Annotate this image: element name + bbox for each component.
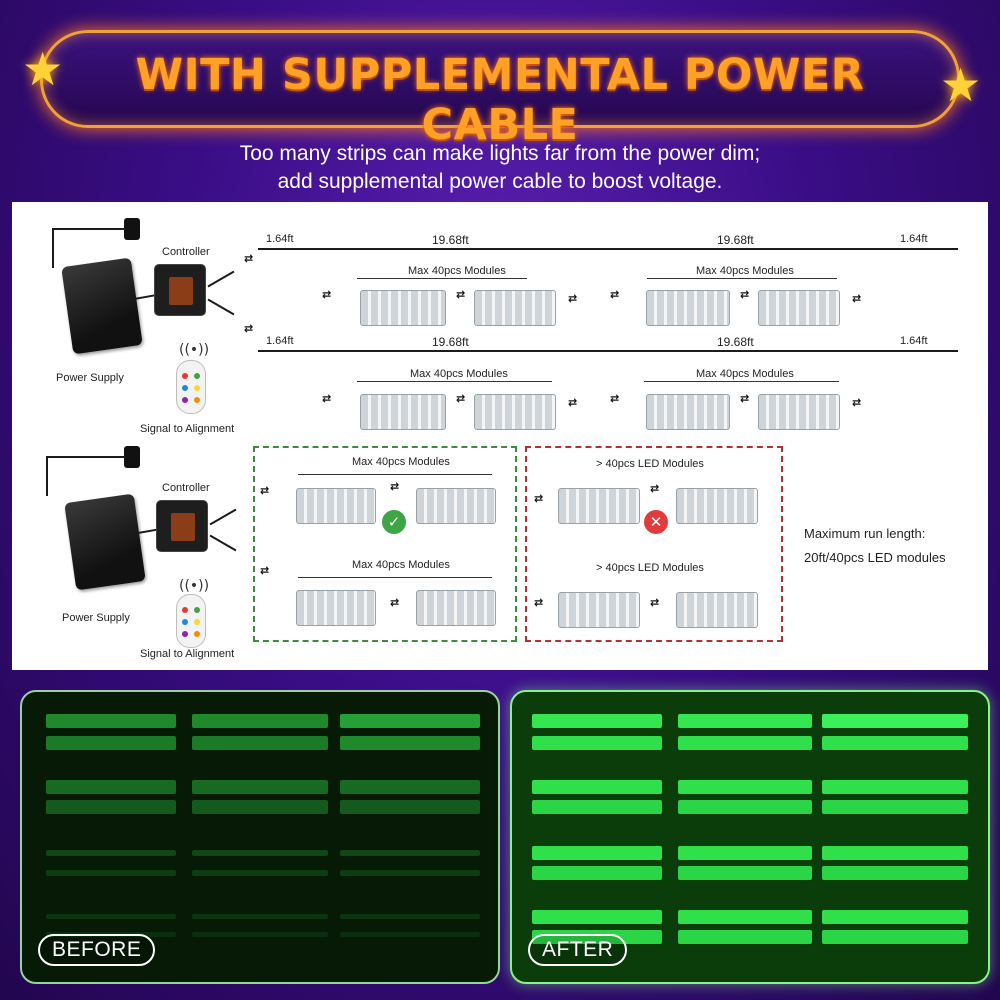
led-module-group [474, 290, 556, 326]
led-module-group [558, 592, 640, 628]
led-module-group [360, 394, 446, 430]
connector-arrow-icon: ⇄ [322, 392, 332, 405]
connector-arrow-icon: ⇄ [852, 292, 862, 305]
led-module-group [416, 488, 496, 524]
wireless-signal-icon: ((•)) [179, 578, 210, 594]
max-run-note-value: 20ft/40pcs LED modules [804, 550, 946, 565]
led-module-group [676, 592, 758, 628]
max-run-note: Maximum run length: [804, 526, 926, 541]
wireless-signal-icon: ((•)) [179, 342, 210, 358]
controller-icon [156, 500, 208, 552]
before-label: BEFORE [38, 934, 156, 966]
controller-label: Controller [162, 246, 210, 258]
led-module-group [758, 394, 840, 430]
after-photo: AFTER [510, 690, 990, 984]
connector-arrow-icon: ⇄ [322, 288, 332, 301]
remote-control-icon [176, 594, 206, 648]
cross-icon: ✕ [644, 510, 668, 534]
connector-arrow-icon: ⇄ [610, 392, 620, 405]
led-module-group [416, 590, 496, 626]
led-module-group [758, 290, 840, 326]
connector-arrow-icon: ⇄ [740, 392, 750, 405]
check-icon: ✓ [382, 510, 406, 534]
remote-control-icon [176, 360, 206, 414]
power-supply-label: Power Supply [62, 612, 130, 624]
connector-arrow-icon: ⇄ [260, 564, 270, 577]
led-module-group [646, 394, 730, 430]
incorrect-wiring-box [525, 446, 783, 642]
plug-icon [124, 446, 140, 468]
connector-arrow-icon: ⇄ [650, 596, 660, 609]
led-module-group [474, 394, 556, 430]
led-module-group [676, 488, 758, 524]
led-module-group [558, 488, 640, 524]
connector-arrow-icon: ⇄ [568, 396, 578, 409]
led-module-group [646, 290, 730, 326]
connector-arrow-icon: ⇄ [568, 292, 578, 305]
subtitle-line-1: Too many strips can make lights far from… [239, 142, 761, 165]
led-module-group [296, 590, 376, 626]
connector-arrow-icon: ⇄ [260, 484, 270, 497]
connector-arrow-icon: ⇄ [456, 288, 466, 301]
connector-arrow-icon: ⇄ [390, 596, 400, 609]
before-photo: BEFORE [20, 690, 500, 984]
connector-arrow-icon: ⇄ [534, 596, 544, 609]
controller-label: Controller [162, 482, 210, 494]
connector-arrow-icon: ⇄ [244, 252, 254, 265]
subtitle-line-2: add supplemental power cable to boost vo… [277, 170, 723, 193]
power-supply-icon [61, 257, 143, 355]
remote-label: Signal to Alignment [140, 648, 235, 660]
connector-arrow-icon: ⇄ [852, 396, 862, 409]
after-label: AFTER [528, 934, 628, 966]
connector-arrow-icon: ⇄ [610, 288, 620, 301]
star-icon: ★ [940, 58, 982, 112]
banner-title: WITH SUPPLEMENTAL POWER CABLE [135, 50, 865, 150]
correct-wiring-box [253, 446, 517, 642]
remote-label: Signal to Alignment [140, 423, 235, 435]
connector-arrow-icon: ⇄ [244, 322, 254, 335]
connector-arrow-icon: ⇄ [456, 392, 466, 405]
connector-arrow-icon: ⇄ [390, 480, 400, 493]
title-banner [40, 30, 960, 128]
main-cable [258, 350, 958, 352]
power-supply-label: Power Supply [56, 372, 124, 384]
power-supply-icon [64, 493, 146, 591]
star-icon: ★ [22, 42, 64, 96]
plug-icon [124, 218, 140, 240]
connector-arrow-icon: ⇄ [740, 288, 750, 301]
wiring-diagram-panel: Power Supply Controller ⇄ ⇄ ((•)) Signal… [12, 202, 988, 670]
led-module-group [296, 488, 376, 524]
led-module-group [360, 290, 446, 326]
controller-icon [154, 264, 206, 316]
connector-arrow-icon: ⇄ [534, 492, 544, 505]
connector-arrow-icon: ⇄ [650, 482, 660, 495]
main-cable [258, 248, 958, 250]
